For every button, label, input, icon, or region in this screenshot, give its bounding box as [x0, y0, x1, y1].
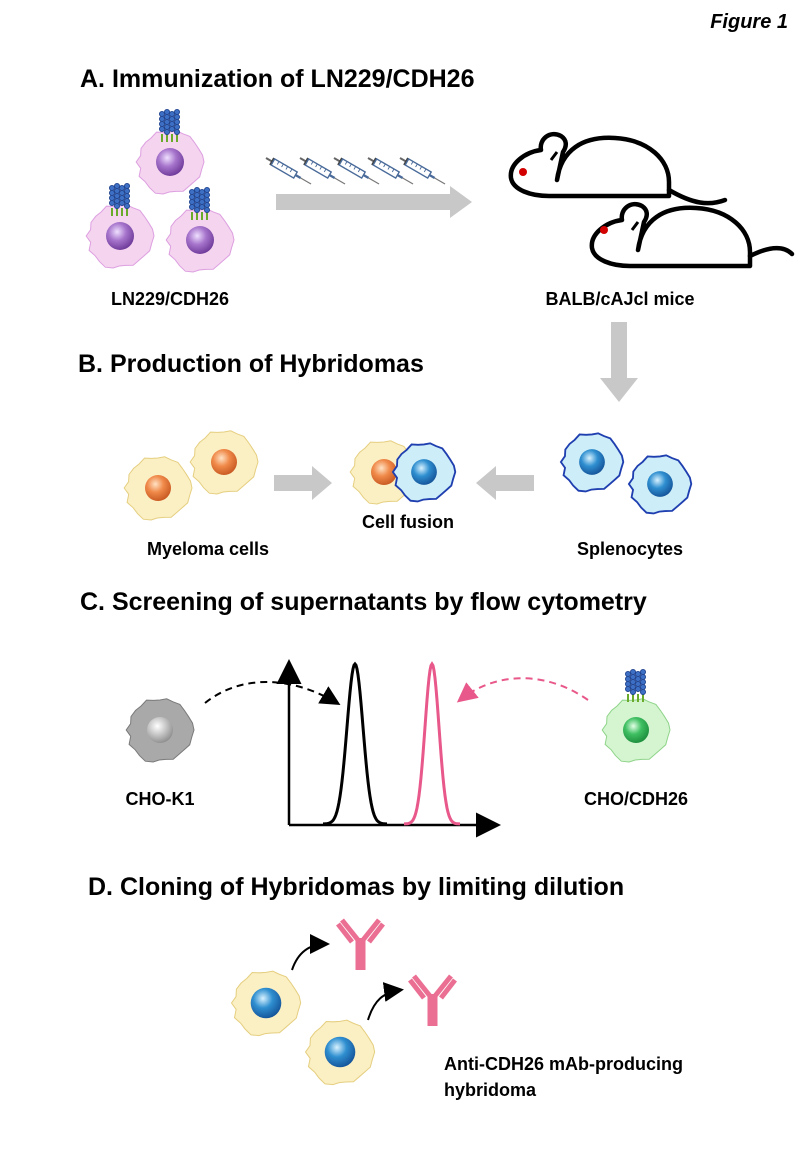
splenocyte-cell: [559, 432, 625, 493]
splenocytes: [559, 432, 693, 515]
syringe-icon: [262, 153, 315, 189]
myeloma-cells: [123, 430, 259, 521]
ln229-cdh26-cells: [85, 108, 235, 273]
ln229-cell-right: [165, 186, 235, 273]
ln229-cdh26-label: LN229/CDH26: [111, 289, 229, 309]
down-arrow: [600, 322, 638, 402]
syringe-icon: [396, 153, 449, 189]
myeloma-to-fusion-arrow: [274, 466, 332, 500]
section-b-heading: B. Production of Hybridomas: [78, 350, 424, 378]
ln229-cell-top: [135, 108, 205, 195]
cho-k1-cell: [125, 698, 195, 763]
mice-group: [511, 134, 795, 266]
cell-fusion-label: Cell fusion: [362, 512, 454, 532]
cho-k1-label: CHO-K1: [125, 789, 194, 809]
myeloma-cells-label: Myeloma cells: [147, 539, 269, 559]
splenocyte-to-fusion-arrow: [476, 466, 534, 500]
balb-cajcl-mice-label: BALB/cAJcl mice: [545, 289, 694, 309]
section-d-heading: D. Cloning of Hybridomas by limiting dil…: [88, 873, 624, 901]
cho-cdh26-cell: [601, 668, 671, 763]
secretion-arrow: [367, 982, 404, 1021]
cho-k1-to-histogram-arrow: [204, 681, 341, 706]
section-a-heading: A. Immunization of LN229/CDH26: [80, 65, 475, 93]
secretion-arrow: [291, 934, 330, 971]
histogram-peak-positive: [404, 661, 460, 826]
immunization-arrow: [276, 186, 472, 218]
myeloma-cell: [189, 430, 259, 495]
cho-cdh26-label: CHO/CDH26: [584, 789, 688, 809]
fused-cell: [349, 440, 457, 505]
myeloma-cell: [123, 456, 193, 521]
antibody-icon: [338, 920, 383, 970]
splenocyte-cell: [627, 454, 693, 515]
ln229-cell-left: [85, 182, 155, 269]
mouse-icon: [511, 134, 728, 206]
syringe-icon: [330, 153, 383, 189]
cdh26-receptor-icon: [624, 668, 647, 703]
hybridoma-clones: [231, 970, 376, 1086]
mouse-icon: [592, 204, 795, 266]
hybridoma-cell: [231, 970, 302, 1037]
section-c-heading: C. Screening of supernatants by flow cyt…: [80, 588, 647, 616]
splenocytes-label: Splenocytes: [577, 539, 683, 559]
antibody-icon: [410, 976, 455, 1026]
hybridoma-cell: [305, 1019, 376, 1086]
histogram-peak-negative: [323, 661, 387, 826]
result-label-line1: Anti-CDH26 mAb-producing: [444, 1054, 683, 1074]
cho-cdh26-to-histogram-arrow: [456, 677, 589, 703]
syringe-icon: [296, 153, 349, 189]
result-label-line2: hybridoma: [444, 1080, 537, 1100]
syringe-icons: [262, 153, 449, 189]
flow-cytometry-histogram: [276, 659, 501, 838]
figure-label: Figure 1: [710, 11, 788, 33]
